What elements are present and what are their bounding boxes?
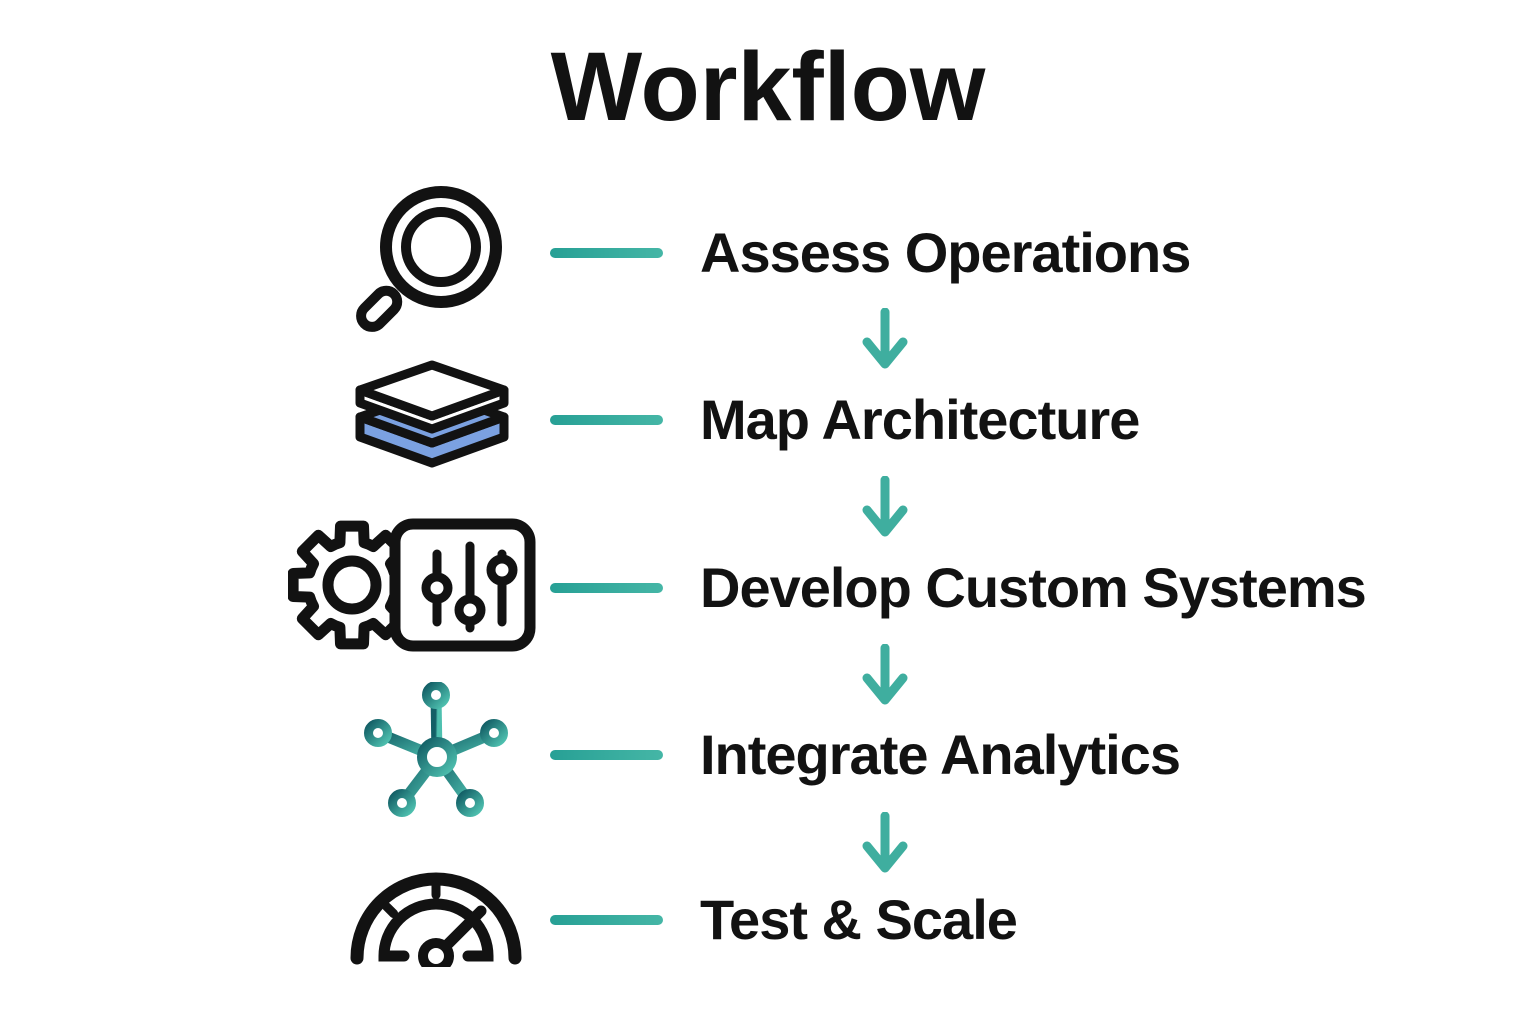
slider-knob bbox=[454, 594, 486, 626]
network-hub-node bbox=[417, 737, 457, 777]
gauge-inner-arc bbox=[378, 898, 494, 962]
layers-top-face bbox=[355, 360, 509, 421]
down-arrow-shape bbox=[862, 812, 908, 873]
gear-sliders-icon bbox=[288, 518, 536, 652]
connector-line bbox=[550, 415, 663, 425]
magnifier-outer-ring bbox=[380, 186, 502, 308]
down-arrow-shape bbox=[862, 308, 908, 369]
slider-knob bbox=[486, 554, 518, 586]
slider-knob bbox=[421, 572, 453, 604]
down-arrow-shape bbox=[862, 644, 908, 705]
gauge-hub bbox=[418, 938, 454, 967]
network-nodes bbox=[364, 682, 508, 817]
step-label-3: Develop Custom Systems bbox=[700, 556, 1367, 619]
magnifier-icon bbox=[356, 186, 502, 332]
layers-stack-icon bbox=[355, 360, 509, 468]
network-hub-icon bbox=[364, 682, 508, 817]
gear-hole bbox=[322, 555, 382, 615]
slider-panel bbox=[389, 518, 536, 652]
step-label-4: Integrate Analytics bbox=[700, 723, 1181, 786]
magnifier-inner-ring bbox=[401, 207, 481, 287]
connector-line bbox=[550, 750, 663, 760]
down-arrow-icon bbox=[862, 308, 908, 369]
connector-line bbox=[550, 915, 663, 925]
down-arrow-icon bbox=[862, 476, 908, 537]
down-arrow-icon bbox=[862, 644, 908, 705]
down-arrow-shape bbox=[862, 476, 908, 537]
gauge-ticks bbox=[382, 880, 441, 919]
magnifier-handle bbox=[356, 285, 403, 332]
step-label-1: Assess Operations bbox=[700, 221, 1191, 284]
step-label-5: Test & Scale bbox=[700, 888, 1018, 951]
gauge-icon bbox=[350, 872, 522, 967]
connector-line bbox=[550, 583, 663, 593]
gauge-outer-arc bbox=[350, 872, 522, 965]
connector-line bbox=[550, 248, 663, 258]
page-title: Workflow bbox=[550, 32, 986, 141]
step-label-2: Map Architecture bbox=[700, 388, 1140, 451]
down-arrow-icon bbox=[862, 812, 908, 873]
